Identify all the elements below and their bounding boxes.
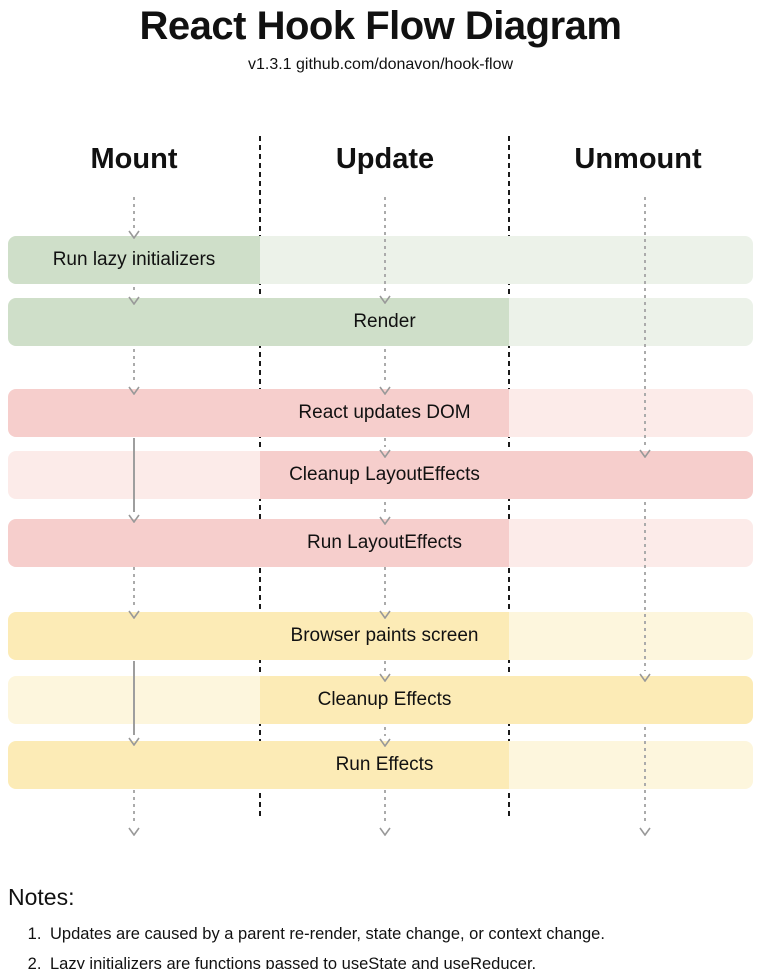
- row-segment-unmount-inactive: [509, 741, 753, 789]
- arrowhead-down-icon: [379, 445, 391, 459]
- row-segment-unmount-inactive: [509, 389, 753, 437]
- row-segment-mount-active: [8, 389, 260, 437]
- arrowhead-down-icon: [379, 291, 391, 305]
- row-segment-update-active: [260, 298, 509, 346]
- flow-row-cleanup-effects: Cleanup Effects: [8, 676, 753, 724]
- row-label: Browser paints screen: [290, 625, 479, 646]
- arrowhead-down-icon: [128, 733, 140, 747]
- update-flow-arrow-line: [384, 502, 386, 514]
- row-segment-update-active: [260, 612, 509, 660]
- row-segment-unmount-inactive: [509, 519, 753, 567]
- mount-flow-arrow-line: [133, 661, 135, 735]
- row-segment-update-active: [260, 741, 509, 789]
- row-label: Cleanup Effects: [317, 689, 452, 710]
- arrowhead-down-icon: [379, 382, 391, 396]
- row-segment-mount-active: [8, 519, 260, 567]
- arrowhead-down-icon: [379, 669, 391, 683]
- update-flow-arrow-line: [384, 727, 386, 736]
- arrowhead-down-icon: [128, 606, 140, 620]
- row-segment-update-active: [260, 519, 509, 567]
- arrowhead-down-icon: [128, 382, 140, 396]
- column-header-unmount: Unmount: [574, 143, 702, 175]
- row-segment-unmount-active: [509, 451, 753, 499]
- arrowhead-down-icon: [639, 445, 651, 459]
- row-label: React updates DOM: [298, 402, 471, 423]
- row-segment-update-active: [260, 451, 509, 499]
- arrowhead-down-icon: [379, 734, 391, 748]
- flow-row-run-effects: Run Effects: [8, 741, 753, 789]
- row-label: Run lazy initializers: [52, 249, 216, 270]
- unmount-flow-arrow-line: [644, 502, 646, 671]
- row-segment-unmount-inactive: [509, 236, 753, 284]
- arrowhead-down-icon: [128, 292, 140, 306]
- arrowhead-down-icon: [639, 669, 651, 683]
- mount-flow-arrow-line: [133, 438, 135, 512]
- note-item: Updates are caused by a parent re-render…: [46, 919, 753, 949]
- notes-heading: Notes:: [8, 884, 75, 910]
- arrowhead-down-icon: [128, 226, 140, 240]
- row-segment-unmount-active: [509, 676, 753, 724]
- row-segment-mount-active: [8, 298, 260, 346]
- arrowhead-down-icon: [128, 823, 140, 837]
- column-header-update: Update: [335, 143, 435, 175]
- row-segment-unmount-inactive: [509, 612, 753, 660]
- mount-flow-arrow-line: [133, 349, 135, 384]
- row-segment-update-active: [260, 389, 509, 437]
- arrowhead-down-icon: [379, 606, 391, 620]
- row-label: Run LayoutEffects: [307, 532, 462, 553]
- update-flow-arrow-line: [384, 438, 386, 447]
- flow-row-run-lazy-initializers: Run lazy initializers: [8, 236, 753, 284]
- arrowhead-down-icon: [379, 512, 391, 526]
- update-flow-arrow-line: [384, 349, 386, 384]
- update-flow-arrow-line: [384, 197, 386, 293]
- mount-flow-arrow-line: [133, 567, 135, 608]
- mount-flow-arrow-line: [133, 287, 135, 294]
- flow-row-run-layouteffects: Run LayoutEffects: [8, 519, 753, 567]
- row-segment-mount-active: [8, 612, 260, 660]
- row-segment-mount-active: [8, 741, 260, 789]
- flow-row-react-updates-dom: React updates DOM: [8, 389, 753, 437]
- update-flow-arrow-line: [384, 567, 386, 608]
- arrowhead-down-icon: [379, 823, 391, 837]
- row-segment-mount-active: [8, 236, 260, 284]
- row-segment-update-active: [260, 676, 509, 724]
- arrowhead-down-icon: [128, 510, 140, 524]
- row-label: Run Effects: [335, 754, 434, 775]
- update-flow-arrow-line: [384, 661, 386, 671]
- version-and-repo-subtitle: v1.3.1 github.com/donavon/hook-flow: [247, 56, 514, 73]
- mount-flow-arrow-line: [133, 790, 135, 825]
- flow-row-render: Render: [8, 298, 753, 346]
- arrowhead-down-icon: [639, 823, 651, 837]
- notes-list: Updates are caused by a parent re-render…: [8, 919, 753, 969]
- page-title: React Hook Flow Diagram: [139, 4, 622, 48]
- row-segment-unmount-inactive: [509, 298, 753, 346]
- flow-row-browser-paints-screen: Browser paints screen: [8, 612, 753, 660]
- row-label: Cleanup LayoutEffects: [289, 464, 480, 485]
- note-item: Lazy initializers are functions passed t…: [46, 949, 753, 969]
- mount-flow-arrow-line: [133, 197, 135, 228]
- unmount-flow-arrow-line: [644, 197, 646, 447]
- notes-section: Notes: Updates are caused by a parent re…: [8, 884, 753, 969]
- row-label: Render: [353, 311, 416, 332]
- update-flow-arrow-line: [384, 790, 386, 825]
- column-header-mount: Mount: [90, 143, 178, 175]
- flow-row-cleanup-layouteffects: Cleanup LayoutEffects: [8, 451, 753, 499]
- unmount-flow-arrow-line: [644, 727, 646, 825]
